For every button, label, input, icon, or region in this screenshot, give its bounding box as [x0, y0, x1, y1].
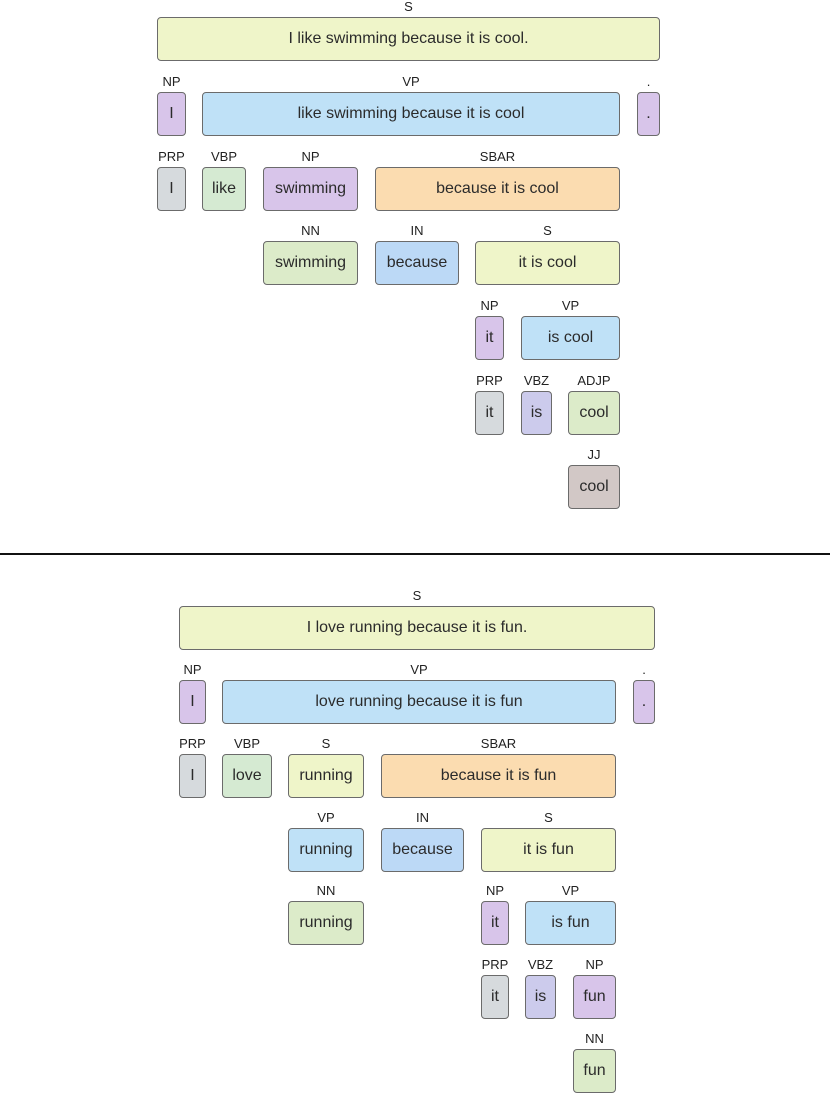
- sbar-box: because it is fun: [381, 754, 616, 798]
- vbz-is-box: is: [525, 975, 556, 1019]
- vbz-is-box: is: [521, 391, 552, 435]
- nn-fun-box: fun: [573, 1049, 616, 1093]
- np-it-tag: NP: [480, 298, 499, 313]
- s-clause-box: it is cool: [475, 241, 620, 285]
- s-running-box: running: [288, 754, 364, 798]
- prp-it-box: it: [481, 975, 509, 1019]
- root-s-tag: S: [404, 0, 413, 14]
- np-subject-box: I: [157, 92, 186, 136]
- vbz-is-tag: VBZ: [523, 373, 550, 388]
- sbar-box: because it is cool: [375, 167, 620, 211]
- np-subject-box: I: [179, 680, 206, 724]
- nn-swimming-tag: NN: [301, 223, 320, 238]
- np-subject-tag: NP: [183, 662, 202, 677]
- np-fun-box: fun: [573, 975, 616, 1019]
- vp-running-box: running: [288, 828, 364, 872]
- prp-it-tag: PRP: [476, 373, 503, 388]
- s-running-tag: S: [321, 736, 331, 751]
- vp-is-cool-box: is cool: [521, 316, 620, 360]
- punct-tag: .: [646, 74, 651, 89]
- vp-running-tag: VP: [317, 810, 335, 825]
- root-s-box: I like swimming because it is cool.: [157, 17, 660, 61]
- vbp-love-tag: VBP: [233, 736, 260, 751]
- vp-main-tag: VP: [410, 662, 428, 677]
- vbz-is-tag: VBZ: [527, 957, 554, 972]
- in-because-tag: IN: [410, 223, 424, 238]
- vp-main-tag: VP: [402, 74, 420, 89]
- np-swimming-box: swimming: [263, 167, 358, 211]
- vbp-like-tag: VBP: [210, 149, 237, 164]
- sbar-tag: SBAR: [479, 149, 516, 164]
- np-it-tag: NP: [485, 883, 505, 898]
- in-because-box: because: [381, 828, 464, 872]
- vbp-like-box: like: [202, 167, 246, 211]
- vp-is-fun-tag: VP: [561, 883, 580, 898]
- in-because-tag: IN: [416, 810, 429, 825]
- parse-tree-1: S I like swimming because it is cool. NP I V…: [0, 0, 830, 540]
- s-clause-box: it is fun: [481, 828, 616, 872]
- vp-is-cool-tag: VP: [561, 298, 580, 313]
- prp-it-box: it: [475, 391, 504, 435]
- np-swimming-tag: NP: [301, 149, 320, 164]
- parse-tree-2: S I love running because it is fun. NP I VP l…: [0, 580, 830, 1109]
- divider-line: [0, 553, 830, 555]
- s-clause-tag: S: [543, 223, 552, 238]
- vp-is-fun-box: is fun: [525, 901, 616, 945]
- nn-running-tag: NN: [316, 883, 336, 898]
- in-because-box: because: [375, 241, 459, 285]
- np-fun-tag: NP: [585, 957, 604, 972]
- adjp-cool-tag: ADJP: [577, 373, 611, 388]
- vp-main-box: like swimming because it is cool: [202, 92, 620, 136]
- prp-it-tag: PRP: [481, 957, 509, 972]
- prp-i-tag: PRP: [179, 736, 206, 751]
- jj-cool-tag: JJ: [587, 447, 601, 462]
- np-subject-tag: NP: [162, 74, 181, 89]
- prp-i-box: I: [179, 754, 206, 798]
- vbp-love-box: love: [222, 754, 272, 798]
- nn-running-box: running: [288, 901, 364, 945]
- s-clause-tag: S: [544, 810, 553, 825]
- vp-main-box: love running because it is fun: [222, 680, 616, 724]
- nn-swimming-box: swimming: [263, 241, 358, 285]
- root-s-tag: S: [412, 588, 422, 603]
- np-it-box: it: [475, 316, 504, 360]
- prp-i-tag: PRP: [158, 149, 185, 164]
- jj-cool-box: cool: [568, 465, 620, 509]
- prp-i-box: I: [157, 167, 186, 211]
- adjp-cool-box: cool: [568, 391, 620, 435]
- sbar-tag: SBAR: [480, 736, 517, 751]
- np-it-box: it: [481, 901, 509, 945]
- punct-box: .: [633, 680, 655, 724]
- root-s-box: I love running because it is fun.: [179, 606, 655, 650]
- punct-box: .: [637, 92, 660, 136]
- nn-fun-tag: NN: [585, 1031, 604, 1046]
- punct-tag: .: [642, 662, 646, 677]
